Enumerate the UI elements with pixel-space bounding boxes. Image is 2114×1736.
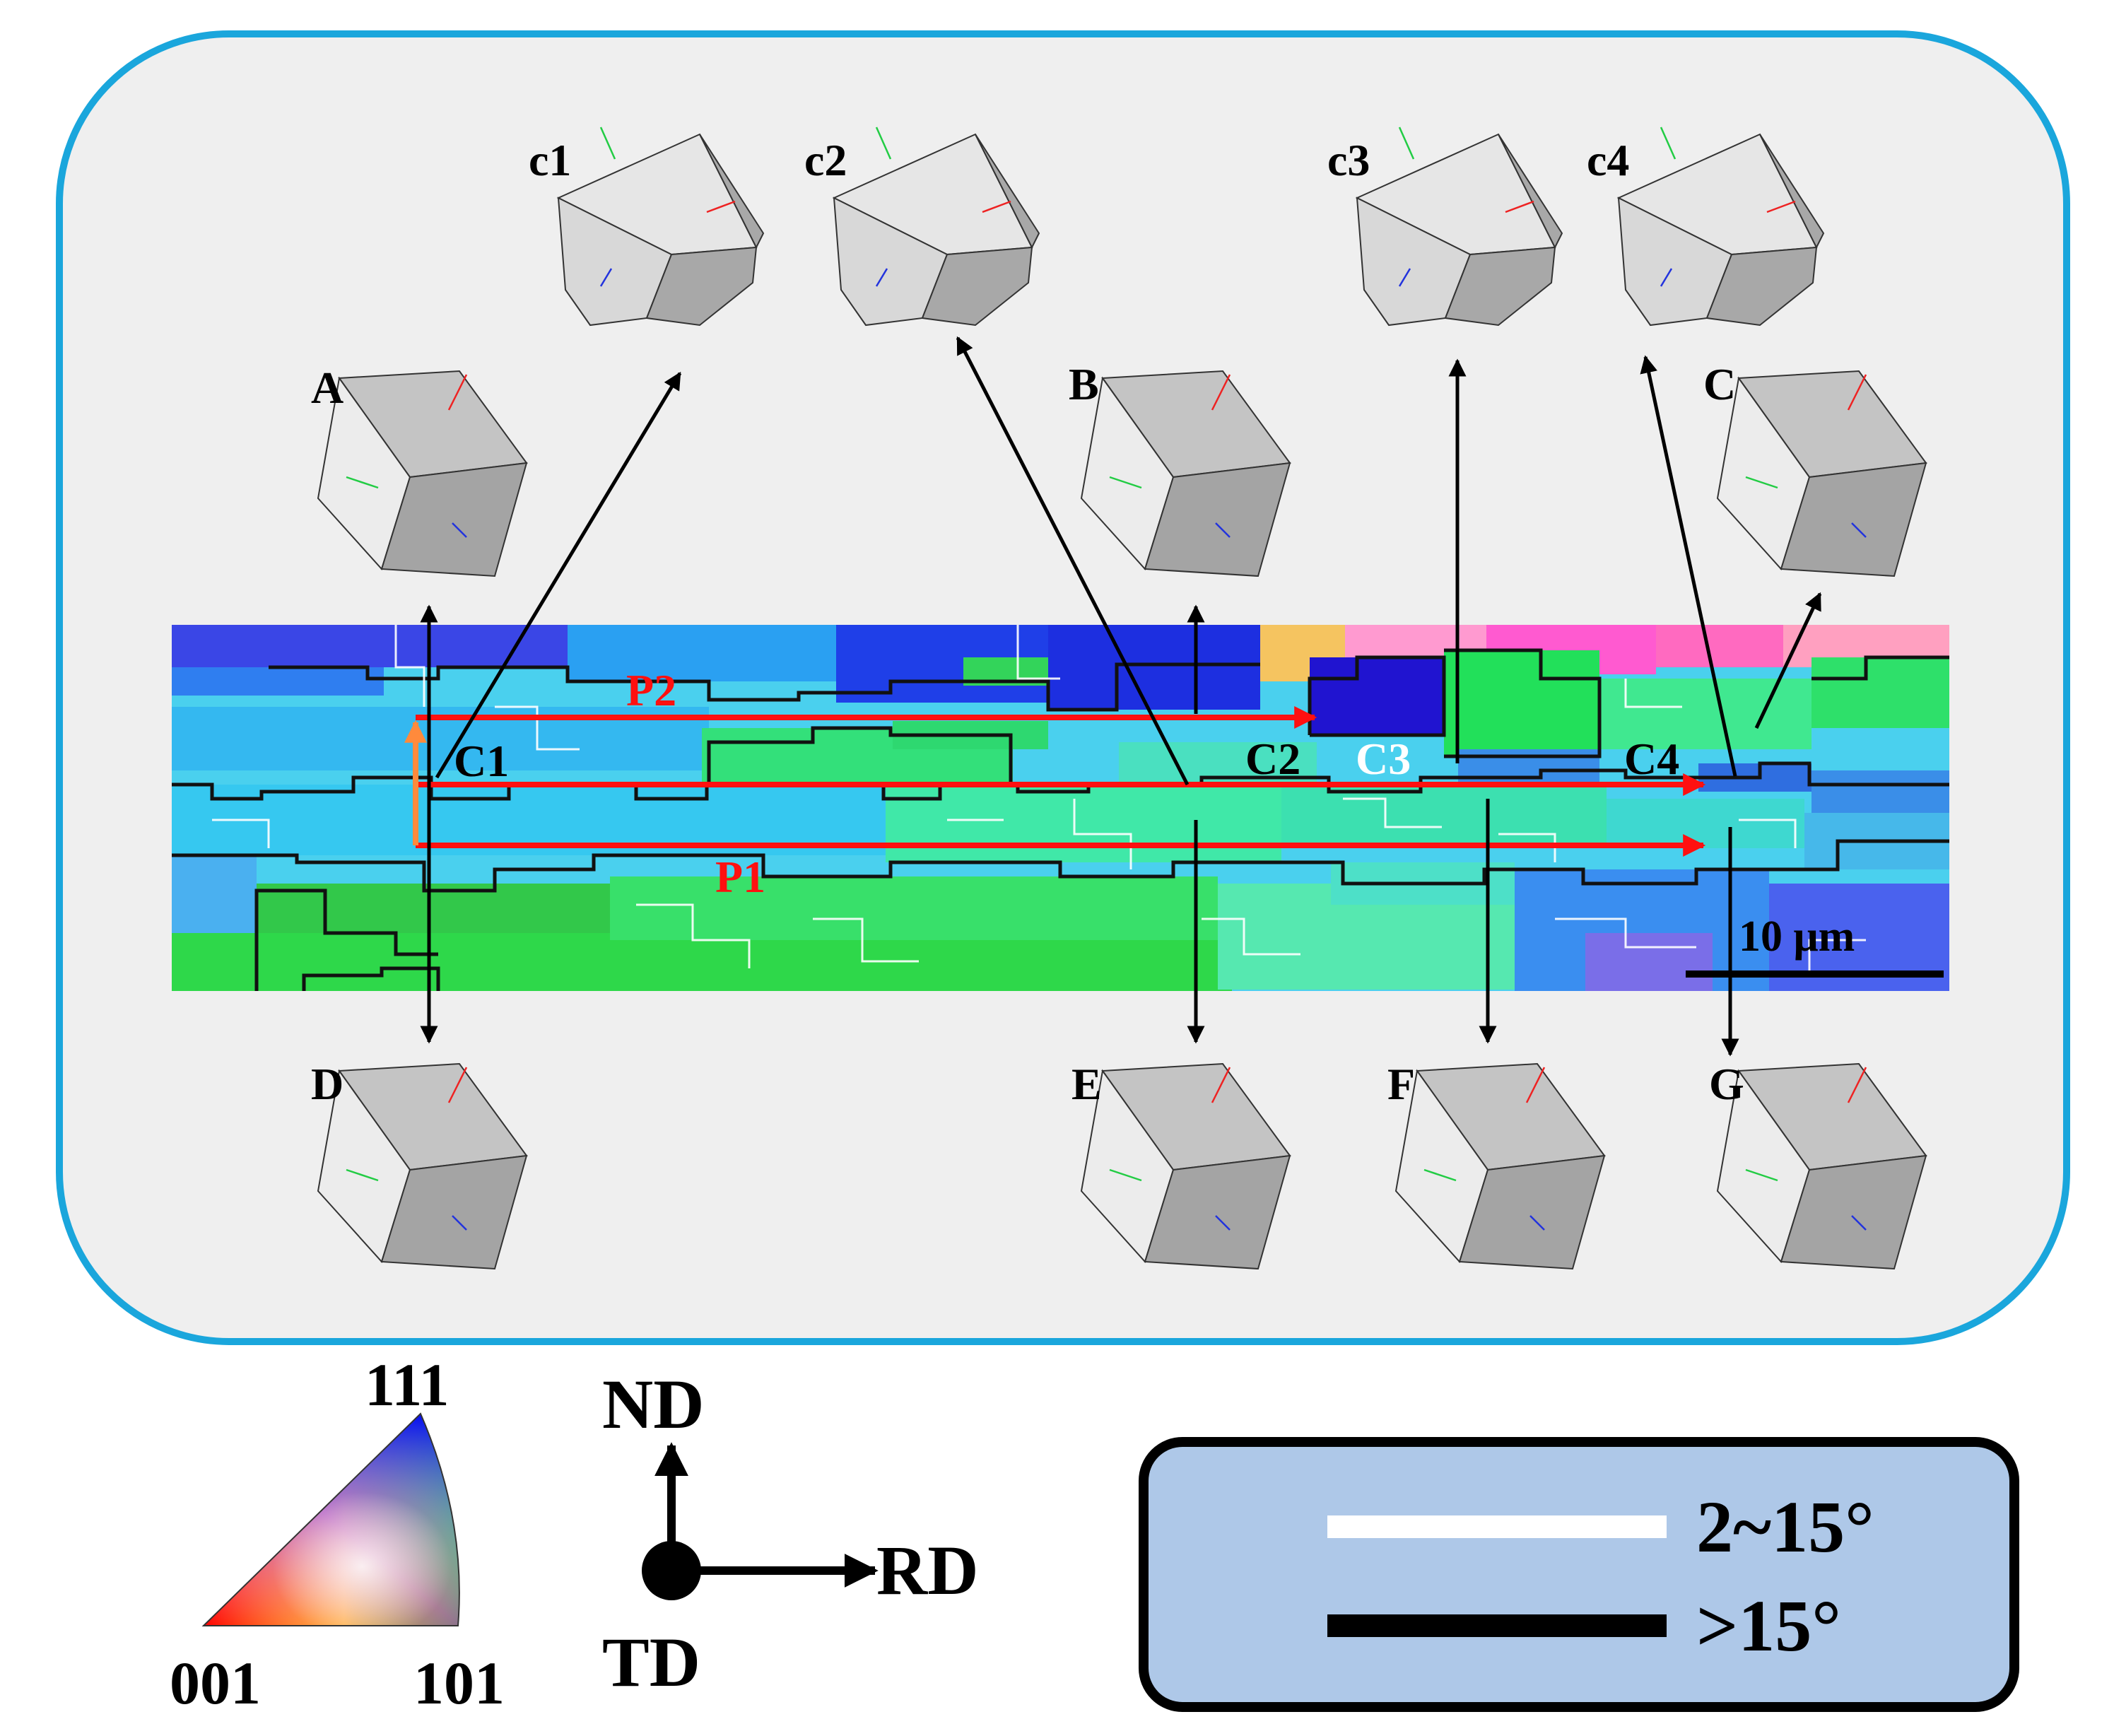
path-label-p2: P2 bbox=[626, 665, 676, 715]
cube-label-c: C bbox=[1703, 359, 1736, 409]
ipf-label-001: 001 bbox=[170, 1649, 261, 1717]
point-label-c1: C1 bbox=[454, 736, 509, 786]
ipf-key bbox=[201, 1412, 460, 1626]
cube-label-c3: c3 bbox=[1327, 135, 1370, 185]
cube-a bbox=[317, 370, 528, 577]
cube-e bbox=[1080, 1062, 1291, 1270]
cube-label-c4: c4 bbox=[1587, 135, 1629, 185]
cube-label-b: B bbox=[1069, 359, 1099, 409]
cube-f bbox=[1394, 1062, 1606, 1270]
point-label-c2: C2 bbox=[1245, 734, 1300, 784]
cube-g bbox=[1716, 1062, 1927, 1270]
cube-b bbox=[1080, 370, 1291, 577]
cube-c3 bbox=[1355, 127, 1563, 327]
cube-label-d: D bbox=[311, 1059, 343, 1109]
orientation-cubes bbox=[317, 127, 1927, 1270]
cube-d bbox=[317, 1062, 528, 1270]
sample-axes bbox=[642, 1442, 879, 1600]
boundary-legend bbox=[1139, 1437, 2019, 1712]
cube-c2 bbox=[832, 127, 1040, 327]
cube-label-e: E bbox=[1071, 1059, 1102, 1109]
legend-label-high-angle: >15° bbox=[1696, 1585, 1841, 1667]
axis-label-td: TD bbox=[602, 1623, 700, 1701]
cube-label-f: F bbox=[1387, 1059, 1415, 1109]
ipf-label-111: 111 bbox=[365, 1351, 450, 1419]
cube-c bbox=[1716, 370, 1927, 577]
axis-label-nd: ND bbox=[602, 1365, 704, 1443]
path-label-p1: P1 bbox=[715, 852, 765, 902]
ipf-label-101: 101 bbox=[413, 1649, 505, 1717]
cube-label-g: G bbox=[1709, 1059, 1744, 1109]
cube-label-a: A bbox=[311, 363, 343, 413]
scale-bar-label: 10 μm bbox=[1739, 913, 1855, 961]
cube-label-c2: c2 bbox=[804, 135, 847, 185]
cube-c4 bbox=[1616, 127, 1825, 327]
point-label-c4: C4 bbox=[1624, 734, 1679, 784]
legend-label-low-angle: 2~15° bbox=[1696, 1486, 1874, 1568]
connector-arrows bbox=[420, 336, 1822, 1057]
point-label-c3: C3 bbox=[1356, 734, 1411, 784]
axis-label-rd: RD bbox=[876, 1531, 978, 1609]
cube-label-c1: c1 bbox=[529, 135, 571, 185]
cube-c1 bbox=[556, 127, 765, 327]
td-dot bbox=[642, 1541, 701, 1600]
ebsd-map bbox=[172, 625, 1949, 991]
